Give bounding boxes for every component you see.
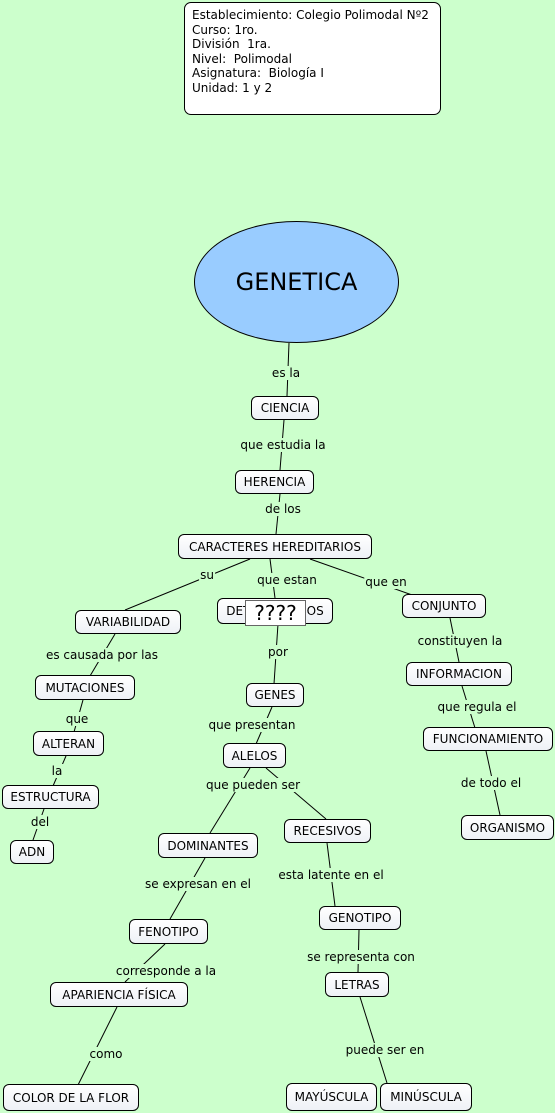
concept-conjunto[interactable]: CONJUNTO	[402, 594, 486, 618]
concept-alelos[interactable]: ALELOS	[223, 743, 286, 768]
concept-informacion[interactable]: INFORMACION	[406, 662, 512, 686]
info-line: División 1ra.	[192, 37, 271, 51]
concept-ciencia[interactable]: CIENCIA	[251, 396, 319, 420]
connector	[77, 1006, 118, 1086]
concept-minuscula[interactable]: MINÚSCULA	[380, 1083, 472, 1111]
link-label: es la	[270, 366, 302, 380]
link-label: es causada por las	[44, 648, 160, 662]
concept-color-de-la-flor[interactable]: COLOR DE LA FLOR	[3, 1084, 139, 1111]
link-label: que regula el	[436, 700, 518, 714]
root-concept-genetica[interactable]: GENETICA	[194, 221, 399, 343]
concept-dominantes[interactable]: DOMINANTES	[158, 833, 258, 858]
concept-estructura[interactable]: ESTRUCTURA	[2, 785, 99, 809]
link-label: que estan	[256, 573, 318, 587]
concept-letras[interactable]: LETRAS	[325, 972, 389, 997]
link-label: que estudia la	[239, 438, 327, 452]
concept-fenotipo[interactable]: FENOTIPO	[129, 919, 208, 944]
concept-herencia[interactable]: HERENCIA	[235, 470, 314, 494]
concept-mutaciones[interactable]: MUTACIONES	[35, 675, 135, 700]
concept-funcionamiento[interactable]: FUNCIONAMIENTO	[423, 727, 553, 751]
connector	[309, 558, 416, 597]
link-label: por	[267, 645, 289, 659]
info-line: Establecimiento: Colegio Polimodal Nº2	[192, 8, 429, 22]
connector	[265, 767, 327, 820]
course-info-box: Establecimiento: Colegio Polimodal Nº2 C…	[184, 2, 441, 115]
info-line: Asignatura: Biología I	[192, 66, 324, 80]
link-label: su	[199, 568, 215, 582]
connector	[359, 996, 388, 1084]
link-label: puede ser en	[344, 1043, 426, 1057]
link-label: esta latente en el	[277, 868, 385, 882]
info-line: Curso: 1ro.	[192, 22, 258, 37]
question-overlay[interactable]: ????	[245, 600, 306, 626]
concept-adn[interactable]: ADN	[10, 840, 54, 864]
link-label: la	[50, 764, 64, 778]
info-line: Unidad: 1 y 2	[192, 80, 273, 95]
connector	[124, 558, 251, 611]
link-label: que	[64, 712, 90, 726]
link-label: se representa con	[306, 950, 416, 964]
link-label: del	[29, 815, 51, 829]
concept-alteran[interactable]: ALTERAN	[33, 731, 104, 756]
link-label: como	[88, 1047, 124, 1061]
link-label: de todo el	[459, 776, 523, 790]
link-label: se expresan en el	[144, 877, 252, 891]
link-label: que pueden ser	[204, 778, 302, 792]
concept-mayuscula[interactable]: MAYÚSCULA	[286, 1083, 377, 1111]
concept-apariencia-fisica[interactable]: APARIENCIA FÍSICA	[50, 982, 188, 1007]
link-label: corresponde a la	[114, 964, 218, 978]
concept-genes[interactable]: GENES	[246, 683, 304, 707]
concept-organismo[interactable]: ORGANISMO	[461, 815, 554, 840]
concept-genotipo[interactable]: GENOTIPO	[319, 906, 401, 930]
info-line: Nivel: Polimodal	[192, 51, 292, 66]
link-label: que en	[364, 575, 408, 589]
link-label: de los	[264, 502, 302, 516]
concept-caracteres-hereditarios[interactable]: CARACTERES HEREDITARIOS	[178, 534, 372, 559]
concept-recesivos[interactable]: RECESIVOS	[284, 819, 371, 843]
link-label: que presentan	[207, 718, 297, 732]
concept-variabilidad[interactable]: VARIABILIDAD	[75, 610, 181, 634]
link-label: constituyen la	[416, 634, 504, 648]
